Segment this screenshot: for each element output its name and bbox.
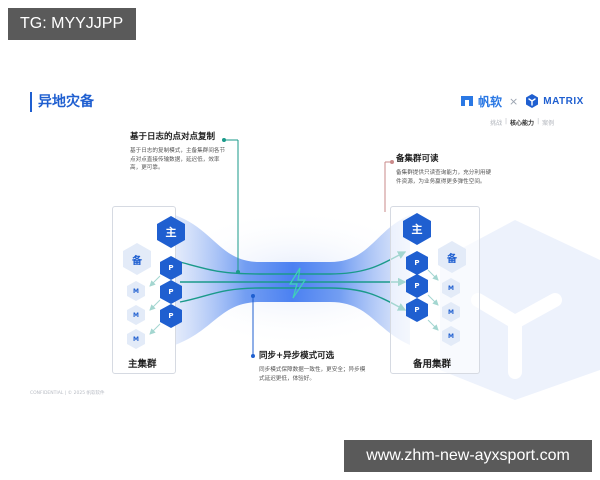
footer-note: CONFIDENTIAL | © 2025 帆软软件 <box>30 391 105 396</box>
backup-p-node-3: P <box>406 298 428 322</box>
primary-p-node-1: P <box>160 256 182 280</box>
backup-cluster-label: 备用集群 <box>413 359 452 370</box>
breadcrumb-divider: | <box>505 118 508 125</box>
backup-m-node-3: M <box>442 326 460 346</box>
matrix-logo-icon <box>526 94 539 108</box>
slide-title: 异地灾备 <box>30 92 94 112</box>
primary-m-node-2: M <box>127 305 145 325</box>
breadcrumb: 挑战 | 核心能力 | 案例 <box>490 118 554 127</box>
callout-title: 备集群可读 <box>396 154 439 164</box>
primary-p-node-2: P <box>160 280 182 304</box>
brand-separator: × <box>509 94 519 108</box>
callout-body: 基于日志的复制模式，主备集群间各节点对点直接传输数据，延迟低，效率高，更可靠。 <box>130 148 226 171</box>
callout-body: 备集群提供只读查询能力，充分利用硬件资源，为业务赢得更多弹性空间。 <box>396 170 492 185</box>
watermark-bottom-right: www.zhm-new-ayxsport.com <box>344 440 592 472</box>
watermark-top-left: TG: MYYJJPP <box>8 8 136 40</box>
callout-title: 同步+异步模式可选 <box>259 351 335 361</box>
callout-body: 同步模式保障数据一致性，更安全；异步模式延迟更低，体验好。 <box>259 367 366 382</box>
primary-m-node-1: M <box>127 281 145 301</box>
breadcrumb-item-challenge[interactable]: 挑战 <box>490 120 503 127</box>
fanruan-logo-icon <box>461 96 473 106</box>
matrix-brand-name: MATRIX <box>543 95 584 107</box>
callout-title: 基于日志的点对点复制 <box>130 132 216 142</box>
callout-sync-async: 同步+异步模式可选 同步模式保障数据一致性，更安全；异步模式延迟更低，体验好。 <box>259 350 369 383</box>
primary-cluster-label: 主集群 <box>128 359 157 370</box>
breadcrumb-divider: | <box>537 118 540 125</box>
primary-p-node-3: P <box>160 304 182 328</box>
backup-m-node-1: M <box>442 278 460 298</box>
callout-standby-readable: 备集群可读 备集群提供只读查询能力，充分利用硬件资源，为业务赢得更多弹性空间。 <box>396 153 492 186</box>
lightning-icon <box>288 267 307 299</box>
callout-log-replication: 基于日志的点对点复制 基于日志的复制模式，主备集群间各节点对点直接传输数据，延迟… <box>130 131 230 173</box>
backup-p-node-2: P <box>406 274 428 298</box>
fanruan-brand-name: 帆软 <box>478 94 503 109</box>
backup-p-node-1: P <box>406 251 428 275</box>
breadcrumb-item-case[interactable]: 案例 <box>542 120 555 127</box>
breadcrumb-item-core-capability[interactable]: 核心能力 <box>510 120 535 127</box>
primary-m-node-3: M <box>127 329 145 349</box>
backup-m-node-2: M <box>442 302 460 322</box>
brand-header: 帆软 × MATRIX <box>460 92 584 110</box>
